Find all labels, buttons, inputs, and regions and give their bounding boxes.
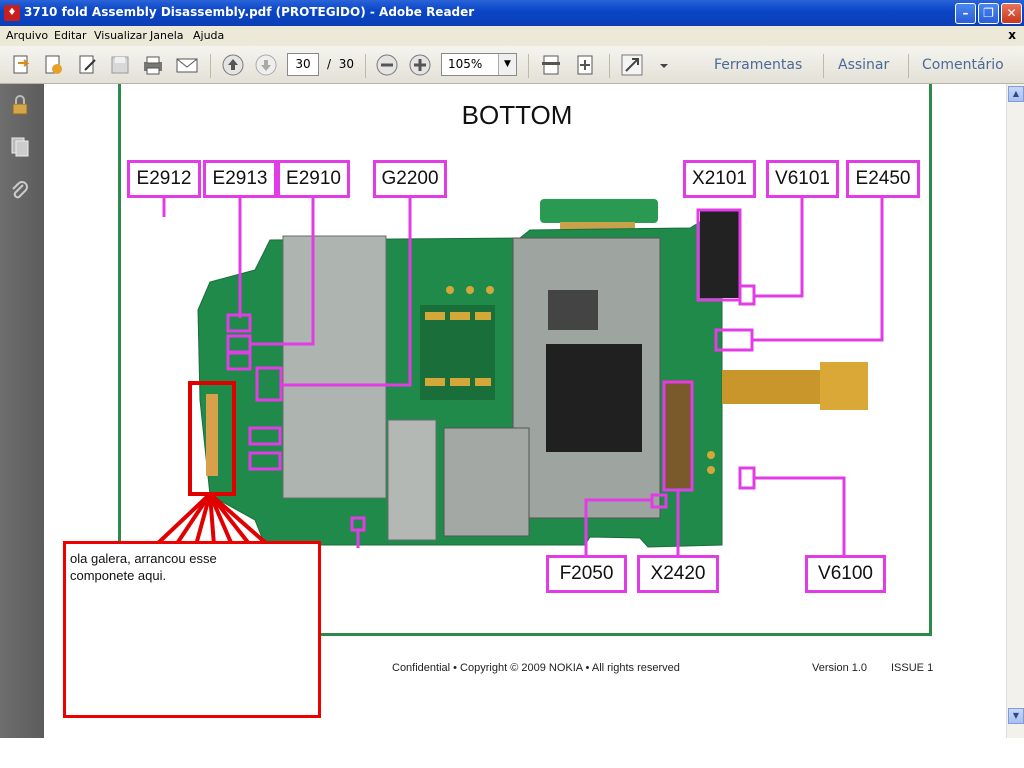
comment-annotation[interactable]: ola galera, arrancou esse componete aqui… bbox=[63, 541, 321, 718]
toolbar-separator bbox=[908, 54, 909, 78]
fit-width-icon[interactable] bbox=[573, 53, 597, 77]
status-strip bbox=[0, 738, 1024, 768]
edit-icon[interactable] bbox=[76, 53, 100, 77]
more-tools-icon[interactable] bbox=[652, 53, 668, 77]
page-total: / 30 bbox=[327, 57, 354, 71]
fit-page-icon[interactable] bbox=[539, 53, 563, 77]
label-x2420: X2420 bbox=[637, 555, 719, 593]
label-g2200: G2200 bbox=[373, 160, 447, 198]
scroll-down-icon[interactable]: ▼ bbox=[1008, 708, 1024, 724]
comment-text: ola galera, arrancou esse componete aqui… bbox=[70, 551, 217, 583]
label-v6101: V6101 bbox=[766, 160, 839, 198]
chevron-down-icon[interactable]: ▼ bbox=[498, 54, 516, 75]
toolbar-separator bbox=[823, 54, 824, 78]
label-v6100: V6100 bbox=[805, 555, 886, 593]
label-f2050: F2050 bbox=[546, 555, 627, 593]
menu-bar: Arquivo Editar Visualizar Janela Ajuda x bbox=[0, 26, 1024, 46]
menu-ajuda[interactable]: Ajuda bbox=[193, 29, 225, 42]
menu-editar[interactable]: Editar bbox=[54, 29, 87, 42]
page-frame bbox=[118, 84, 932, 636]
menu-arquivo[interactable]: Arquivo bbox=[6, 29, 49, 42]
issue-footer: ISSUE 1 bbox=[891, 662, 934, 674]
menu-visualizar[interactable]: Visualizar bbox=[94, 29, 147, 42]
toolbar-separator bbox=[609, 54, 610, 78]
zoom-select[interactable]: 105% ▼ bbox=[441, 53, 517, 76]
scroll-up-icon[interactable]: ▲ bbox=[1008, 86, 1024, 102]
vertical-scrollbar[interactable]: ▲ ▼ bbox=[1006, 84, 1024, 738]
menu-janela[interactable]: Janela bbox=[150, 29, 184, 42]
page-heading: BOTTOM bbox=[461, 100, 573, 130]
label-x2101: X2101 bbox=[683, 160, 756, 198]
navigation-panel bbox=[0, 84, 44, 738]
save-icon[interactable] bbox=[108, 53, 132, 77]
label-e2450: E2450 bbox=[846, 160, 920, 198]
page-number-input[interactable]: 30 bbox=[287, 53, 319, 76]
document-close-button[interactable]: x bbox=[1008, 28, 1016, 42]
previous-page-icon[interactable] bbox=[221, 53, 245, 77]
print-icon[interactable] bbox=[141, 53, 165, 77]
assinar-link[interactable]: Assinar bbox=[838, 57, 890, 73]
ferramentas-link[interactable]: Ferramentas bbox=[714, 57, 803, 73]
label-e2910: E2910 bbox=[277, 160, 350, 198]
comentario-link[interactable]: Comentário bbox=[922, 57, 1004, 73]
restore-button[interactable]: ❐ bbox=[978, 3, 999, 24]
lock-icon[interactable] bbox=[9, 94, 31, 116]
attachment-icon[interactable] bbox=[9, 180, 31, 202]
zoom-out-icon[interactable] bbox=[375, 53, 399, 77]
toolbar: 30 / 30 105% ▼ Ferramentas Assinar Comen… bbox=[0, 46, 1024, 84]
copyright-footer: Confidential • Copyright © 2009 NOKIA • … bbox=[392, 662, 680, 674]
open-icon[interactable] bbox=[10, 53, 34, 77]
toolbar-separator bbox=[528, 54, 529, 78]
toolbar-separator bbox=[365, 54, 366, 78]
label-e2913: E2913 bbox=[203, 160, 277, 198]
full-screen-icon[interactable] bbox=[620, 53, 644, 77]
toolbar-separator bbox=[210, 54, 211, 78]
page-separator: / bbox=[327, 57, 332, 71]
adobe-reader-icon: ♦ bbox=[4, 5, 20, 21]
close-button[interactable]: ✕ bbox=[1001, 3, 1022, 24]
title-bar: ♦ 3710 fold Assembly Disassembly.pdf (PR… bbox=[0, 0, 1024, 26]
email-icon[interactable] bbox=[175, 53, 199, 77]
create-pdf-icon[interactable] bbox=[42, 53, 66, 77]
pages-icon[interactable] bbox=[9, 136, 31, 158]
zoom-value: 105% bbox=[448, 57, 483, 71]
label-e2912: E2912 bbox=[127, 160, 201, 198]
minimize-button[interactable]: – bbox=[955, 3, 976, 24]
total-pages: 30 bbox=[338, 57, 354, 71]
next-page-icon[interactable] bbox=[254, 53, 278, 77]
version-footer: Version 1.0 bbox=[812, 662, 868, 674]
zoom-in-icon[interactable] bbox=[408, 53, 432, 77]
window-title: 3710 fold Assembly Disassembly.pdf (PROT… bbox=[24, 5, 475, 19]
